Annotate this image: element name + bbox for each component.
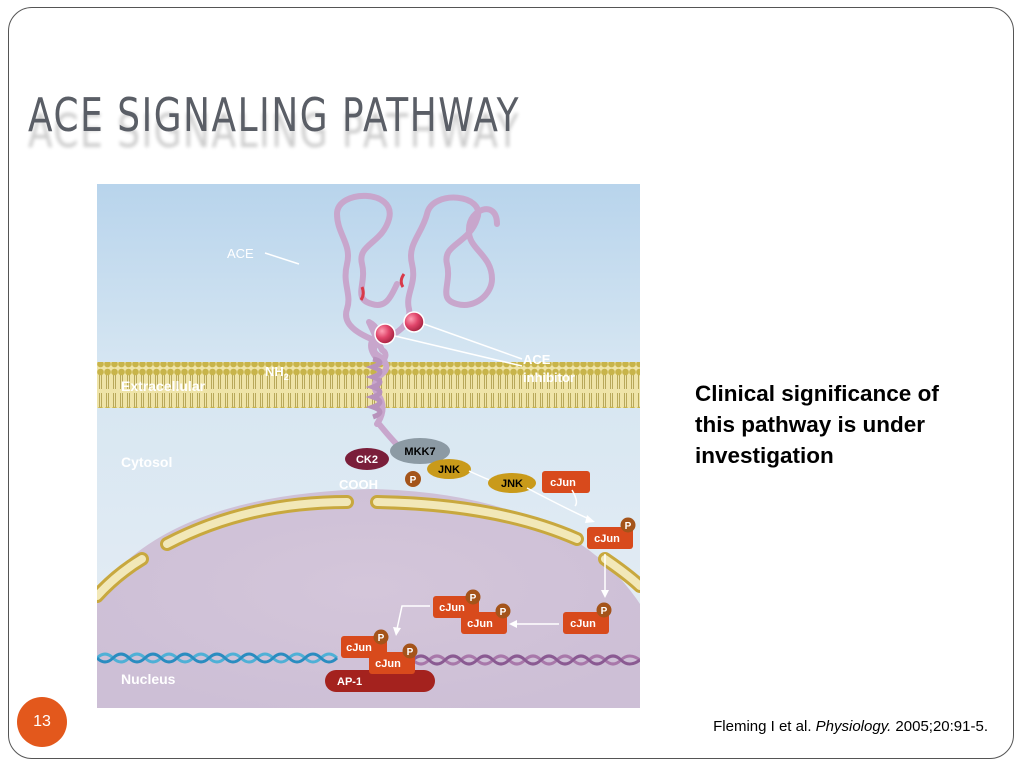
arrowhead bbox=[585, 515, 595, 523]
nh2-label: NH2 bbox=[265, 364, 289, 382]
phosphate-label: P bbox=[500, 607, 507, 618]
cjun-label: cJun bbox=[467, 618, 493, 630]
pathway-diagram: ACE ACE inhibitor Extracellular Cytosol … bbox=[97, 184, 640, 708]
inhibitor-pointer-line bbox=[423, 323, 523, 360]
cjun-label: cJun bbox=[550, 477, 576, 489]
ace-inhibitor-label-line2: inhibitor bbox=[523, 370, 575, 385]
cjun-node bbox=[461, 612, 507, 634]
cell-membrane bbox=[97, 362, 640, 408]
ck2-node bbox=[345, 448, 389, 470]
citation-authors: Fleming I et al. bbox=[713, 718, 816, 735]
jnk-node bbox=[427, 459, 471, 479]
arrowhead bbox=[509, 620, 517, 628]
page-number: 13 bbox=[33, 713, 51, 730]
cjun-label: cJun bbox=[439, 602, 465, 614]
arrowhead bbox=[601, 590, 609, 598]
ace-inhibitor-label-line1: ACE bbox=[523, 352, 551, 367]
phosphate-label: P bbox=[601, 606, 608, 617]
ace-inhibitor-molecule bbox=[374, 323, 396, 345]
arrow bbox=[571, 489, 578, 507]
arrowhead bbox=[393, 627, 401, 636]
cjun-label: cJun bbox=[346, 642, 372, 654]
cjun-node bbox=[542, 471, 590, 493]
phosphate-label: P bbox=[410, 475, 417, 486]
dna-strands bbox=[97, 652, 640, 666]
citation-journal: Physiology. bbox=[815, 718, 892, 735]
cytosol-label: Cytosol bbox=[121, 454, 172, 470]
slide-title: ACE SIGNALING PATHWAY bbox=[28, 88, 521, 142]
ace-inhibitor-molecule bbox=[403, 311, 425, 333]
ck2-label: CK2 bbox=[356, 454, 378, 466]
arrow bbox=[526, 487, 590, 520]
ace-pointer-line bbox=[264, 252, 300, 265]
extracellular-label: Extracellular bbox=[121, 378, 206, 394]
cjun-node bbox=[563, 612, 609, 634]
side-text: Clinical significance of this pathway is… bbox=[695, 381, 939, 468]
nucleus-label: Nucleus bbox=[121, 671, 176, 687]
ace-label: ACE bbox=[227, 246, 254, 261]
cjun-label: cJun bbox=[375, 658, 401, 670]
phosphate-label: P bbox=[470, 593, 477, 604]
phosphate-node bbox=[596, 602, 612, 618]
inhibitor-pointer-line bbox=[394, 335, 523, 367]
phosphate-node bbox=[405, 471, 421, 487]
cjun-label: cJun bbox=[570, 618, 596, 630]
phosphate-node bbox=[373, 629, 389, 645]
mkk7-label: MKK7 bbox=[404, 446, 435, 458]
mkk7-node bbox=[390, 438, 450, 464]
phosphate-label: P bbox=[378, 633, 385, 644]
ap1-node bbox=[325, 670, 435, 692]
phosphate-label: P bbox=[625, 521, 632, 532]
cjun-node bbox=[587, 527, 633, 549]
slide-frame bbox=[8, 7, 1014, 759]
page-number-badge: 13 bbox=[17, 697, 67, 747]
cooh-label: COOH bbox=[339, 477, 378, 492]
jnk-label: JNK bbox=[501, 478, 523, 490]
jnk-node bbox=[488, 473, 536, 493]
phosphate-node bbox=[495, 603, 511, 619]
jnk-label: JNK bbox=[438, 464, 460, 476]
ace-coil bbox=[365, 356, 383, 420]
phosphate-node bbox=[465, 589, 481, 605]
citation-details: 2005;20:91-5. bbox=[891, 718, 988, 735]
phosphate-label: P bbox=[407, 647, 414, 658]
active-site-mark bbox=[359, 286, 365, 301]
cjun-node bbox=[369, 652, 415, 674]
citation: Fleming I et al. Physiology. 2005;20:91-… bbox=[713, 718, 988, 735]
phosphate-node bbox=[402, 643, 418, 659]
phosphate-node bbox=[620, 517, 636, 533]
ap1-label: AP-1 bbox=[337, 676, 362, 688]
active-site-mark bbox=[399, 273, 406, 288]
nuclear-envelope bbox=[97, 495, 640, 603]
cjun-label: cJun bbox=[594, 533, 620, 545]
arrow bbox=[396, 605, 430, 630]
